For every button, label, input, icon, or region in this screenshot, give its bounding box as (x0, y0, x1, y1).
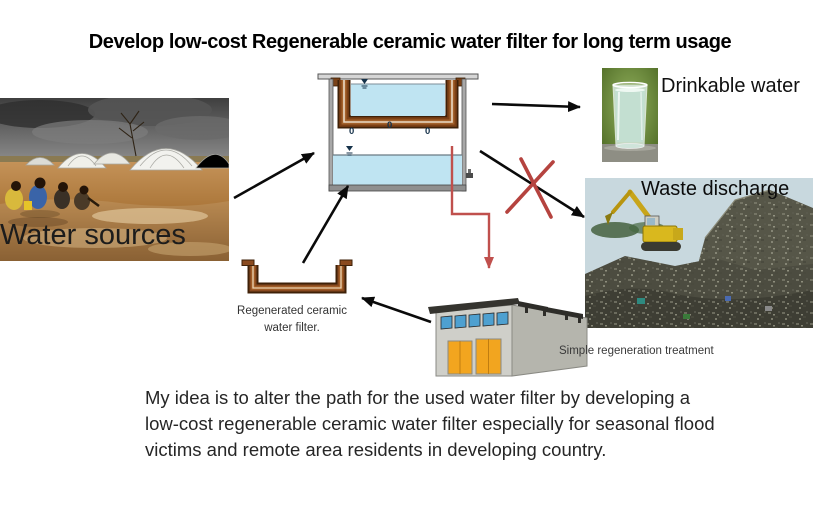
factory-roof (428, 298, 520, 314)
regenerated-filter-caption: Regenerated ceramic water filter. (237, 305, 347, 334)
raw-water (351, 84, 445, 116)
tank-bottom (328, 184, 467, 192)
water-sources-photo (0, 98, 229, 261)
arrow-filter-to-tank (301, 185, 350, 264)
filter-tank-diagram: 0 0 0 (317, 73, 479, 192)
idea-paragraph-line: victims and remote area residents in dev… (145, 439, 607, 460)
water-droplet: 0 (349, 126, 354, 137)
ceramic-filter (337, 80, 459, 129)
page-title: Develop low-cost Regenerable ceramic wat… (88, 31, 732, 53)
filtered-water (333, 155, 462, 185)
drinkable-water-photo (602, 68, 658, 162)
tank-rim (317, 73, 479, 80)
filter-lip-left (241, 259, 255, 266)
regeneration-factory-icon (428, 298, 588, 377)
water-glass-icon (612, 81, 648, 149)
tank-wall-right (461, 78, 467, 192)
idea-paragraph-line: My idea is to alter the path for the use… (145, 387, 691, 408)
regenerated-filter-icon (241, 259, 353, 294)
water-level-icon (346, 146, 353, 156)
spigot-icon (466, 169, 473, 178)
factory-roof-beams (518, 301, 583, 323)
filter-lip-right (339, 259, 353, 266)
excavator-icon (605, 189, 683, 251)
water-reflections (8, 208, 229, 256)
water-sources-label: Water sources (0, 219, 186, 251)
arrow-tank-to-drinkable (491, 101, 581, 113)
regeneration-treatment-label: Simple regeneration treatment (559, 345, 714, 357)
factory-doors (447, 338, 502, 375)
factory-windows (440, 311, 509, 330)
dry-tree (118, 110, 145, 157)
children-figures (5, 177, 100, 218)
arrow-factory-to-filter (361, 296, 432, 324)
storm-clouds (0, 98, 229, 144)
tents (25, 148, 229, 171)
water-droplet: 0 (387, 120, 392, 131)
drinkable-water-label: Drinkable water (661, 75, 800, 97)
idea-paragraph-line: low-cost regenerable ceramic water filte… (145, 413, 715, 434)
idea-paragraph: My idea is to alter the path for the use… (145, 385, 765, 463)
tank-wall-left (328, 78, 334, 192)
arrow-tank-to-waste (479, 149, 585, 219)
arrow-source-to-tank (233, 151, 315, 200)
water-level-icon (361, 79, 368, 89)
waste-discharge-photo (585, 178, 813, 328)
red-cross-icon (505, 157, 555, 219)
foreground-garbage (585, 288, 813, 328)
waste-discharge-label: Waste discharge (641, 178, 790, 200)
water-droplet: 0 (425, 126, 430, 137)
